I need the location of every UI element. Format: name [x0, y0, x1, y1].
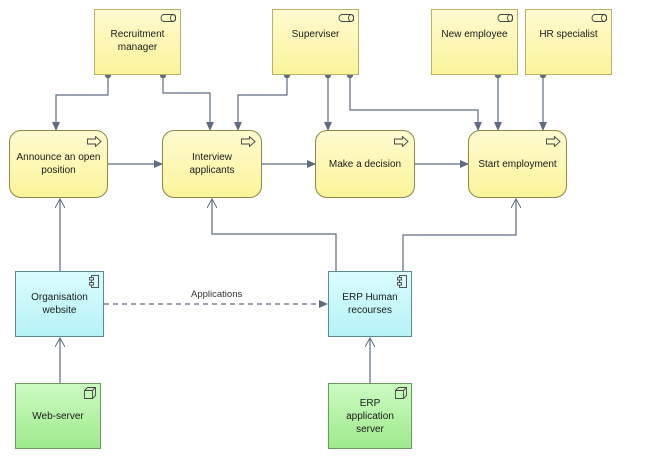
process-arrow-icon — [241, 136, 256, 147]
process-label: Announce an open position — [16, 152, 101, 176]
component-icon — [397, 275, 407, 288]
app-label: ERP Human recourses — [342, 292, 398, 316]
role-label: Superviser — [291, 29, 340, 40]
node-erp-application-server[interactable]: ERP application server — [328, 383, 412, 449]
process-interview-applicants[interactable]: Interview applicants — [162, 130, 262, 198]
sup-to-interview — [234, 75, 288, 131]
role-recruitment-manager[interactable]: Recruitment manager — [94, 9, 181, 75]
role-label: New employee — [441, 29, 508, 40]
process-announce-position[interactable]: Announce an open position — [9, 130, 108, 198]
component-icon — [89, 275, 99, 288]
role-icon — [591, 14, 607, 22]
process-label: Start employment — [478, 158, 557, 170]
role-icon — [497, 14, 513, 22]
role-new-employee[interactable]: New employee — [431, 9, 518, 75]
role-icon — [338, 14, 354, 22]
process-arrow-icon — [87, 136, 102, 147]
role-label: Recruitment manager — [110, 29, 165, 53]
node-label: ERP application server — [346, 397, 394, 435]
process-make-decision[interactable]: Make a decision — [315, 130, 415, 198]
app-erp-human-resources[interactable]: ERP Human recourses — [328, 271, 412, 337]
erp-serves-interview — [212, 199, 337, 271]
app-label: Organisation website — [31, 292, 88, 316]
process-start-employment[interactable]: Start employment — [468, 130, 567, 198]
rm-to-announce — [52, 75, 109, 131]
process-label: Make a decision — [328, 158, 402, 170]
process-arrow-icon — [394, 136, 409, 147]
rm-to-interview — [162, 75, 214, 131]
flow-label-applications: Applications — [191, 289, 243, 300]
role-icon — [160, 14, 176, 22]
role-label: HR specialist — [539, 29, 598, 40]
process-arrow-icon — [546, 136, 561, 147]
node-web-server[interactable]: Web-server — [15, 383, 101, 449]
sup-to-start — [349, 75, 482, 131]
node-cube-icon — [395, 387, 407, 399]
role-supervisor[interactable]: Superviser — [272, 9, 359, 75]
app-organisation-website[interactable]: Organisation website — [15, 271, 104, 337]
node-cube-icon — [84, 387, 96, 399]
process-label: Interview applicants — [189, 152, 235, 176]
erp-serves-start — [402, 199, 516, 271]
node-label: Web-server — [32, 410, 84, 422]
role-hr-specialist[interactable]: HR specialist — [525, 9, 612, 75]
